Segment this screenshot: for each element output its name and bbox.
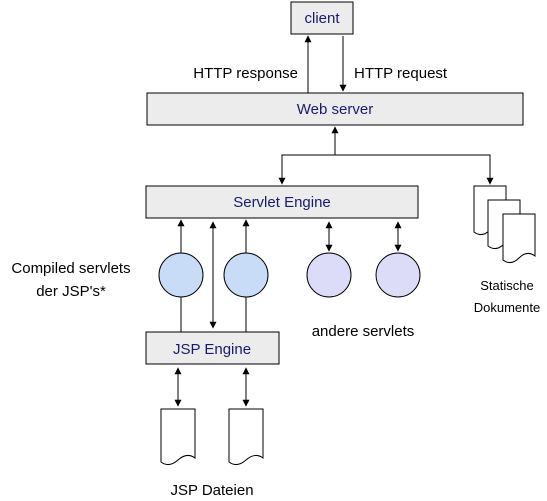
web-server-label: Web server <box>297 101 373 118</box>
client-label: client <box>304 10 340 27</box>
jsp-engine-box <box>145 331 280 365</box>
servlet-engine-box <box>145 185 419 219</box>
compiled-servlets-label-line1: Compiled servlets <box>11 260 130 277</box>
jsp-files-label: JSP Dateien <box>170 482 253 499</box>
http-response-label: HTTP response <box>193 65 298 82</box>
web-server-branch-line <box>281 154 491 184</box>
other-servlet-2 <box>375 252 421 298</box>
compiled-servlet-2 <box>223 252 269 298</box>
client-box <box>290 1 354 35</box>
other-servlets-label: andere servlets <box>312 323 415 340</box>
compiled-servlet-1 <box>158 252 204 298</box>
servlet-engine-node: Servlet Engine <box>145 185 419 219</box>
other-servlet-1 <box>306 252 352 298</box>
servlet-engine-label: Servlet Engine <box>233 194 331 211</box>
jsp-engine-label: JSP Engine <box>173 341 251 358</box>
client-node: client <box>290 1 354 35</box>
compiled-servlets-label-line2: der JSP's* <box>36 283 106 300</box>
static-docs-label-line1: Statische <box>480 278 533 293</box>
static-documents-icon <box>473 185 536 264</box>
static-docs-label-line2: Dokumente <box>474 300 540 315</box>
jsp-file-1-icon <box>160 408 196 466</box>
jsp-file-2-icon <box>228 408 264 466</box>
http-request-label: HTTP request <box>354 65 448 82</box>
jsp-engine-node: JSP Engine <box>145 331 280 365</box>
web-server-node: Web server <box>146 92 524 126</box>
web-server-box <box>146 92 524 126</box>
